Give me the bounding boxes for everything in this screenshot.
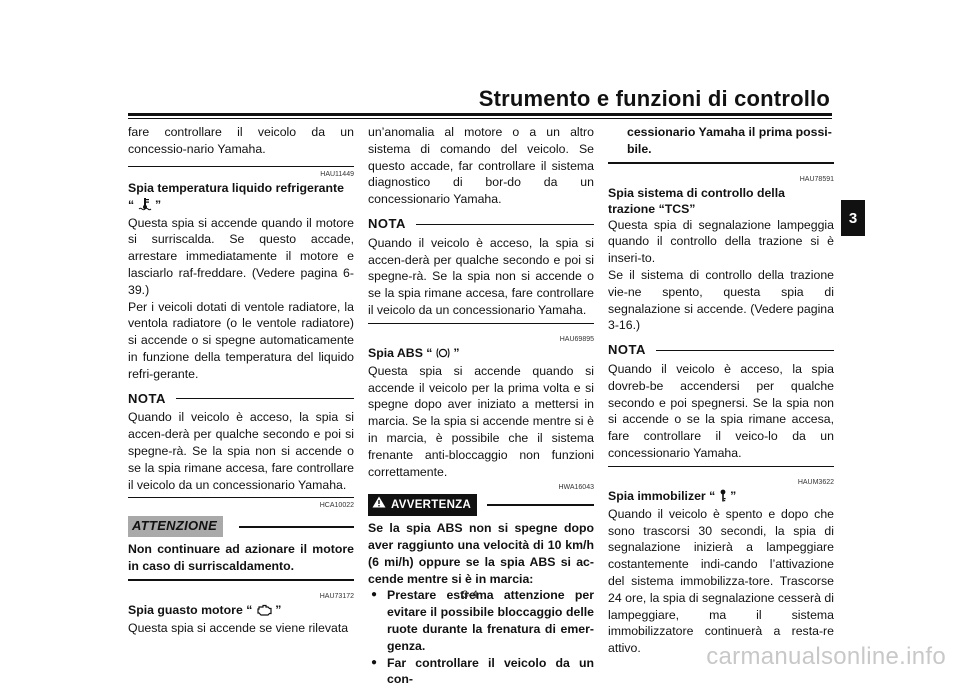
avvertenza-rule — [608, 161, 834, 164]
nota-header: NOTA — [368, 216, 594, 233]
nota-rule — [368, 322, 594, 324]
tcs-title: Spia sistema di controllo della trazione… — [608, 185, 785, 216]
page-title: Strumento e funzioni di controllo — [478, 86, 830, 111]
watermark: carmanualsonline.info — [706, 643, 946, 670]
engine-body: Questa spia si accende se viene rilevata — [128, 620, 349, 635]
avvertenza-text: Se la spia ABS non si spegne dopo aver r… — [368, 521, 594, 586]
section-code: HAU73172 — [319, 592, 354, 600]
avvertenza-header: AVVERTENZA — [368, 494, 594, 517]
title-rule-thin — [128, 118, 832, 119]
abs-title: Spia ABS “ ” — [368, 345, 594, 363]
section-code: HCA10022 — [319, 502, 354, 510]
attenzione-rule — [128, 578, 354, 581]
coolant-title: Spia temperatura liquido refrigerante — [128, 180, 344, 195]
nota-header: NOTA — [128, 391, 354, 408]
nota-text: Quando il veicolo è acceso, la spia si a… — [368, 235, 594, 317]
coolant-symbol-line: “ ” — [128, 197, 354, 215]
coolant-temperature-icon — [138, 197, 152, 215]
col2-intro: un’anomalia al motore o a un altro siste… — [368, 125, 594, 207]
immobilizer-body: Quando il veicolo è spento e dopo che so… — [608, 506, 834, 656]
key-icon — [719, 489, 727, 506]
attenzione-header: ATTENZIONE — [128, 516, 354, 538]
abs-icon — [436, 347, 450, 363]
column-1: fare controllare il veicolo da un conces… — [128, 124, 354, 637]
engine-title: Spia guasto motore “ ” — [128, 602, 354, 620]
coolant-body-1: Questa spia si accende quando il motore … — [128, 215, 354, 297]
section-code: HAU78591 — [799, 175, 834, 183]
list-item: Prestare estrema attenzione per evitare … — [371, 587, 594, 654]
engine-icon — [256, 604, 272, 620]
coolant-body-2: Per i veicoli dotati di ventole radiator… — [128, 299, 354, 381]
title-rule — [128, 113, 832, 116]
nota-text: Quando il veicolo è acceso, la spia dovr… — [608, 361, 834, 460]
attenzione-text: Non continuare ad azionare il motore in … — [128, 542, 354, 573]
chapter-tab: 3 — [841, 200, 865, 236]
col1-intro: fare controllare il veicolo da un conces… — [128, 125, 354, 156]
nota-header: NOTA — [608, 342, 834, 359]
column-3: cessionario Yamaha il prima possi-bile. … — [608, 124, 834, 657]
nota-rule — [608, 465, 834, 467]
page-number: 3-4 — [462, 589, 478, 601]
nota-text: Quando il veicolo è acceso, la spia si a… — [128, 410, 354, 492]
warning-triangle-icon — [372, 496, 386, 514]
tcs-body-2: Se il sistema di controllo della trazion… — [608, 267, 834, 333]
avvertenza-continuation: cessionario Yamaha il prima possi-bile. — [627, 125, 832, 156]
tcs-body-1: Questa spia di segnalazione lampeggia qu… — [608, 217, 834, 266]
avvertenza-bullets: Prestare estrema attenzione per evitare … — [368, 587, 594, 688]
abs-body: Questa spia si accende quando si accende… — [368, 363, 594, 479]
immobilizer-title: Spia immobilizer “ ” — [608, 488, 834, 506]
section-code: HAU11449 — [320, 170, 354, 178]
column-2: un’anomalia al motore o a un altro siste… — [368, 124, 594, 688]
section-code: HWA16043 — [558, 484, 594, 492]
list-item: Far controllare il veicolo da un con- — [371, 655, 594, 688]
nota-rule — [128, 497, 354, 499]
section-code: HAU69895 — [559, 335, 594, 343]
section-code: HAUM3622 — [797, 478, 834, 486]
section-rule — [128, 165, 354, 167]
